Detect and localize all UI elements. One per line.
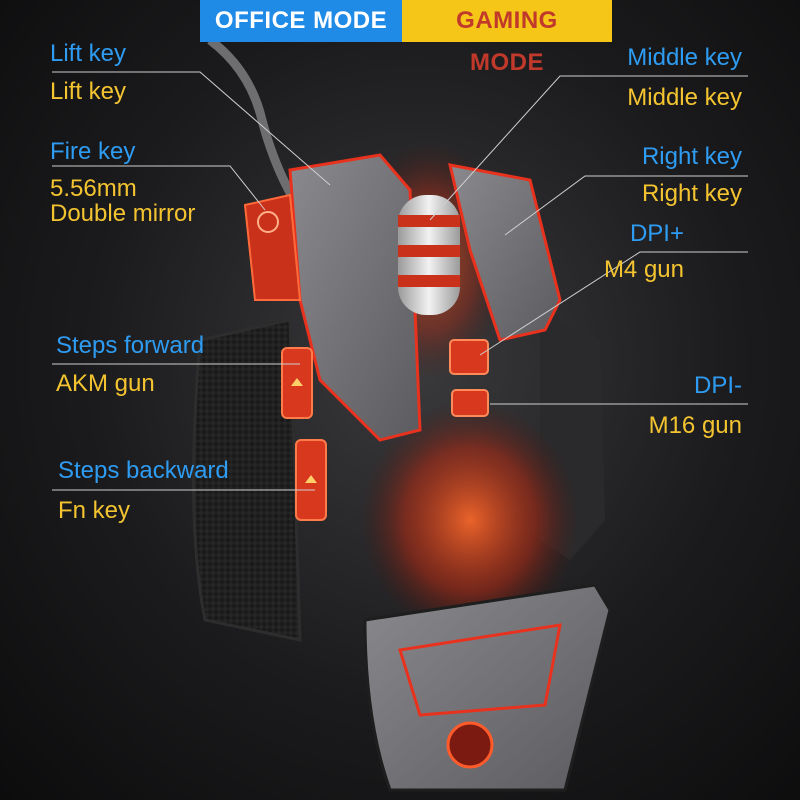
right-button [448, 163, 562, 342]
right-key-office-label: Right key [641, 143, 742, 170]
left-button [288, 153, 422, 442]
dpi-minus-button [451, 389, 489, 417]
steps-forward-gaming-label: AKM gun [56, 370, 155, 397]
dpi-plus-office-label: DPI+ [629, 220, 684, 247]
right-key-gaming-label: Right key [641, 180, 742, 207]
dpi-plus-button [449, 339, 489, 375]
palm-rest [363, 583, 612, 792]
fire-key [243, 193, 302, 301]
dpi-minus-gaming-label: M16 gun [648, 412, 742, 439]
fire-key-office-label: Fire key [50, 138, 136, 165]
leader-lines [52, 71, 748, 491]
steps-forward-office-label: Steps forward [56, 332, 205, 359]
fire-key-gaming-label-line2: Double mirror [50, 200, 196, 227]
fire-key-gaming-label: 5.56mm [50, 175, 137, 202]
side-grip [192, 318, 302, 642]
scroll-wheel [398, 195, 460, 315]
steps-backward-office-label: Steps backward [58, 457, 229, 484]
logo-icon [446, 721, 494, 769]
cable [207, 36, 304, 213]
lift-key-gaming-label: Lift key [50, 78, 127, 105]
lift-key-office-label: Lift key [50, 40, 127, 67]
steps-backward-gaming-label: Fn key [58, 497, 131, 524]
gaming-mode-tab: GAMING MODE [402, 0, 612, 76]
dpi-minus-office-label: DPI- [694, 372, 742, 399]
middle-key-office-label: Middle key [627, 44, 742, 71]
middle-key-gaming-label: Middle key [627, 84, 742, 111]
dpi-plus-gaming-label: M4 gun [603, 256, 684, 283]
mode-header: OFFICE MODE GAMING MODE [200, 0, 612, 76]
office-mode-tab: OFFICE MODE [200, 0, 402, 42]
